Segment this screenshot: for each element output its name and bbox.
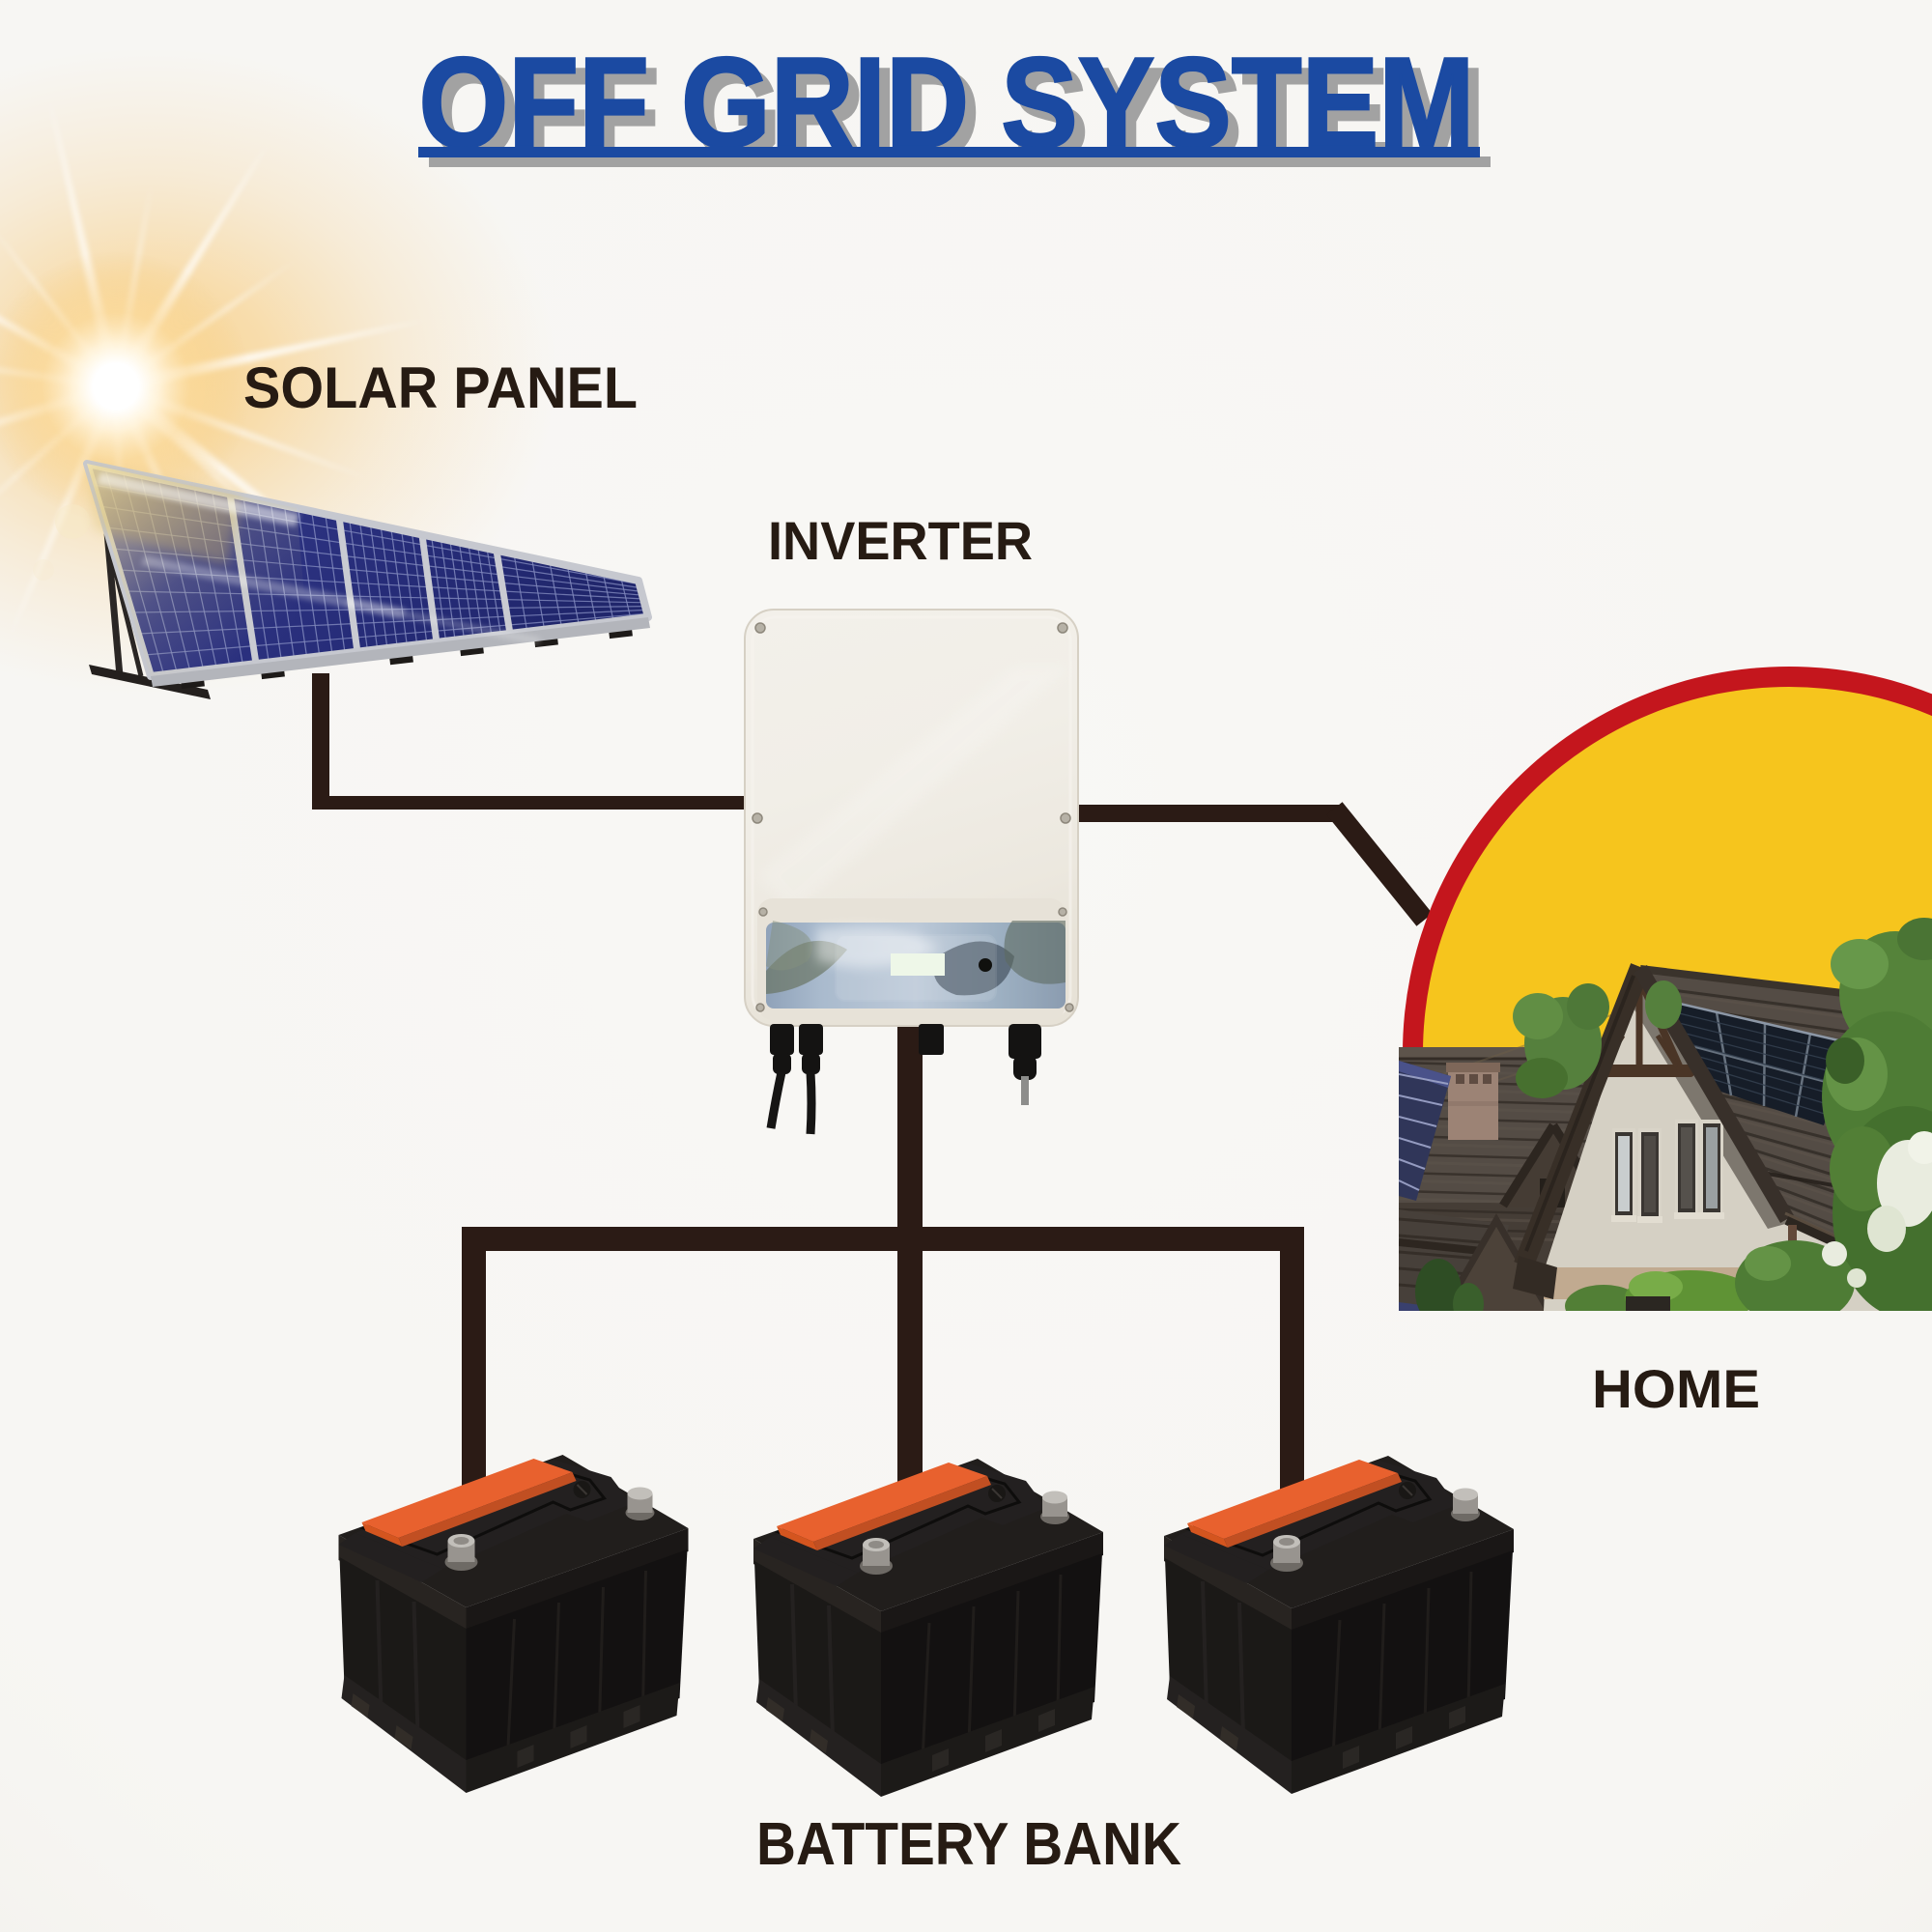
svg-text:HOME: HOME (1592, 1358, 1760, 1419)
svg-text:INVERTER: INVERTER (768, 510, 1033, 571)
svg-text:BATTERY BANK: BATTERY BANK (756, 1811, 1181, 1878)
svg-text:SOLAR PANEL: SOLAR PANEL (243, 355, 638, 420)
